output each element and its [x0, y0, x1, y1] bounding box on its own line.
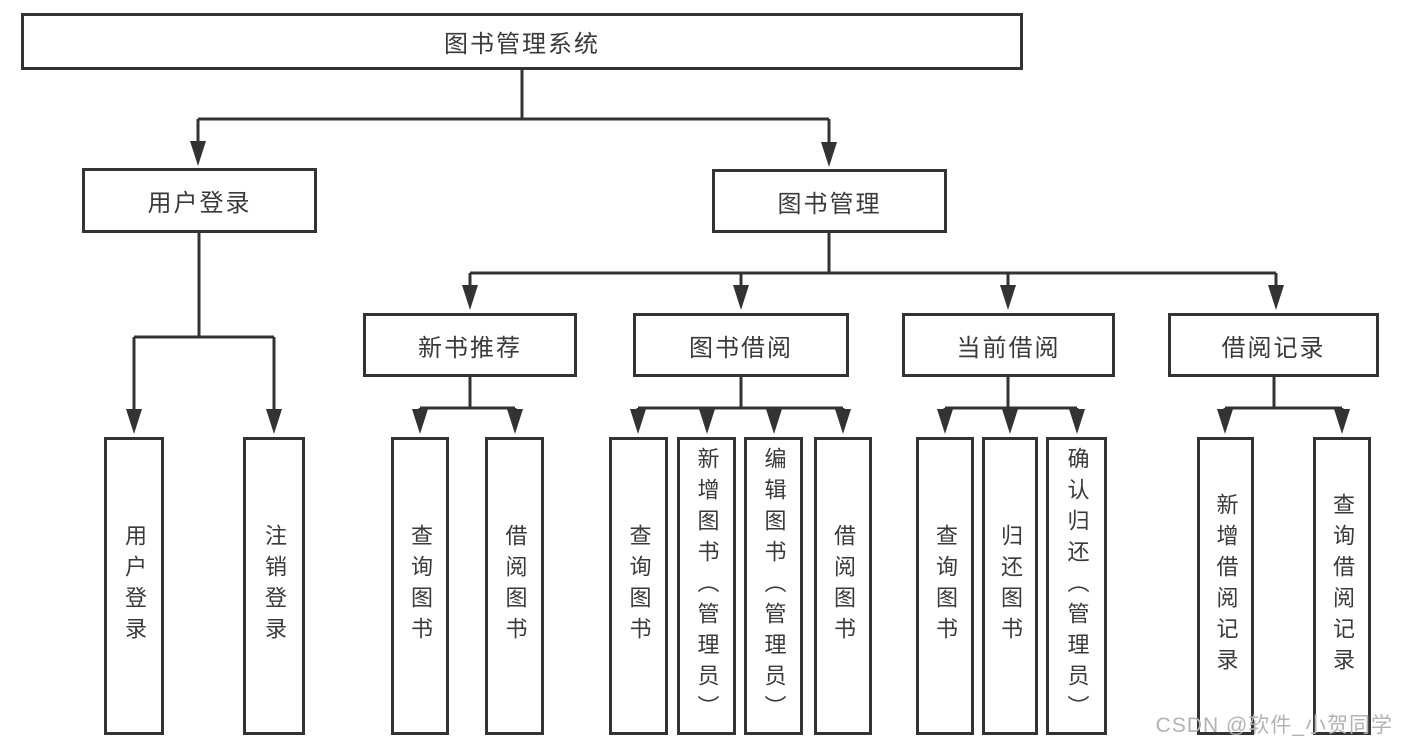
edge-root-to-level2	[196, 70, 831, 143]
leaf-logout-label: 注销登录	[262, 524, 287, 648]
node-current-borrowing: 当前借阅	[902, 313, 1115, 377]
csdn-watermark: CSDN @软件_小贺同学	[1155, 714, 1393, 737]
arrowhead	[1268, 285, 1284, 310]
node-current-borrowing-label: 当前借阅	[956, 334, 1061, 362]
leaf-records-add-record-label: 新增借阅记录	[1213, 493, 1239, 679]
leaf-current-return-books: 归还图书	[982, 437, 1038, 735]
node-book-management: 图书管理	[712, 169, 947, 233]
node-root: 图书管理系统	[21, 13, 1023, 70]
arrowhead	[266, 409, 282, 434]
leaf-current-return-books-label: 归还图书	[998, 524, 1023, 648]
arrowhead	[507, 409, 523, 434]
leaf-records-query-record-label: 查询借阅记录	[1330, 493, 1355, 679]
node-borrowing-records: 借阅记录	[1168, 313, 1379, 377]
leaf-borrowing-borrow-books: 借阅图书	[814, 437, 872, 735]
node-root-label: 图书管理系统	[444, 31, 600, 58]
edge-borrowing-to-leaves	[636, 377, 845, 412]
leaf-borrowing-borrow-books-label: 借阅图书	[831, 524, 856, 648]
leaf-logout: 注销登录	[243, 437, 305, 735]
edge-records-to-leaves	[1223, 377, 1344, 412]
leaf-current-query-books: 查询图书	[916, 437, 974, 735]
arrowhead	[126, 409, 142, 434]
leaf-records-query-record: 查询借阅记录	[1313, 437, 1371, 735]
arrowhead	[937, 409, 953, 434]
arrowhead	[412, 409, 428, 434]
leaf-recommend-query-books-label: 查询图书	[408, 524, 433, 648]
arrowhead	[733, 285, 749, 310]
leaf-current-confirm-return-label: 确认归还（管理员）	[1064, 446, 1090, 726]
leaf-user-login: 用户登录	[104, 437, 164, 735]
node-new-book-recommend: 新书推荐	[363, 313, 577, 377]
leaf-recommend-query-books: 查询图书	[391, 437, 449, 735]
leaf-recommend-borrow-books-label: 借阅图书	[502, 524, 528, 648]
node-user-login-label: 用户登录	[147, 190, 252, 217]
arrowhead	[821, 142, 837, 167]
leaf-borrowing-add-books: 新增图书（管理员）	[677, 437, 736, 735]
node-borrowing-records-label: 借阅记录	[1221, 334, 1326, 362]
arrowhead	[630, 409, 646, 434]
arrowhead	[1334, 409, 1350, 434]
arrowhead	[1002, 409, 1018, 434]
arrowhead	[1069, 409, 1085, 434]
leaf-borrowing-query-books: 查询图书	[609, 437, 668, 735]
leaf-borrowing-edit-books-label: 编辑图书（管理员）	[761, 446, 787, 726]
node-book-borrowing-label: 图书借阅	[689, 334, 793, 362]
arrowhead	[462, 285, 478, 310]
edge-current-to-leaves	[943, 377, 1079, 412]
node-user-login: 用户登录	[82, 168, 317, 233]
edge-userlogin-to-leaves	[132, 233, 276, 410]
leaf-borrowing-add-books-label: 新增图书（管理员）	[694, 446, 720, 726]
arrowhead	[835, 409, 851, 434]
node-book-management-label: 图书管理	[777, 190, 882, 218]
leaf-records-add-record: 新增借阅记录	[1197, 437, 1254, 735]
node-new-book-recommend-label: 新书推荐	[418, 334, 522, 362]
arrowhead	[1000, 285, 1016, 310]
leaf-user-login-label: 用户登录	[122, 524, 147, 648]
leaf-current-query-books-label: 查询图书	[933, 524, 958, 648]
edge-recommend-to-leaves	[418, 377, 517, 412]
arrowheads	[126, 141, 1350, 434]
node-book-borrowing: 图书借阅	[633, 313, 849, 377]
edge-bookmgmt-to-level3	[468, 233, 1278, 287]
leaf-borrowing-query-books-label: 查询图书	[626, 524, 652, 648]
arrowhead	[766, 409, 782, 434]
leaf-current-confirm-return: 确认归还（管理员）	[1046, 437, 1107, 735]
arrowhead	[699, 409, 715, 434]
arrowhead	[1217, 409, 1233, 434]
leaf-recommend-borrow-books: 借阅图书	[485, 437, 544, 735]
leaf-borrowing-edit-books: 编辑图书（管理员）	[744, 437, 803, 735]
arrowhead	[190, 141, 206, 166]
